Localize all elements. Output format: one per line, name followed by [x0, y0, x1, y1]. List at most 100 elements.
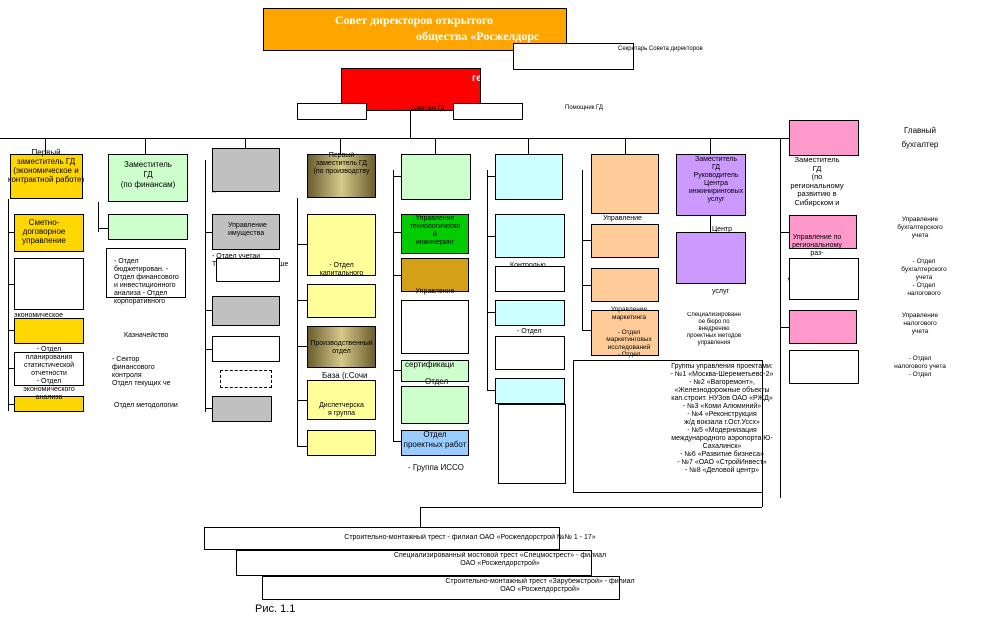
col5-branch1	[393, 176, 401, 177]
col6-branch3	[487, 312, 495, 313]
drop-col5	[435, 138, 436, 154]
col6-box-2	[495, 214, 565, 258]
certification-label: сертификаци	[405, 361, 455, 369]
col5-branch4	[393, 370, 401, 371]
trust-box-3	[262, 576, 620, 600]
col1-branch3	[8, 330, 14, 331]
col9-branch2	[780, 232, 789, 233]
col6-branch1	[487, 176, 495, 177]
first-deputy-econ-box	[10, 154, 83, 199]
deputy-finance-box	[108, 154, 188, 202]
center-label: Центр	[712, 226, 733, 233]
capital-dept-label: - Отдел капитального	[319, 262, 364, 277]
first-deputy-production-label: Первый заместитель ГД (по производству	[313, 152, 370, 175]
col9-trunk	[780, 138, 781, 498]
dispatch-group-label: Диспетчерска я группа	[319, 402, 364, 417]
trust-box-1	[204, 527, 560, 550]
col7-management-label: Управление	[603, 215, 642, 222]
col1-yellow-box-2	[14, 318, 84, 344]
production-dept-box	[307, 326, 376, 368]
deputy-engineering-center-label: Заместитель ГД Руководитель Центра инжин…	[688, 156, 744, 203]
col4-branch3	[297, 346, 307, 347]
technology-engineering-label: Управление технологическо й инжинеринг	[409, 215, 461, 246]
accounting-depts-label: - Отдел бухгалтерского учета - Отдел нал…	[901, 258, 947, 297]
col9-box-3	[789, 310, 857, 344]
marketing-dept-box	[591, 310, 659, 356]
trusts-connector-h	[420, 507, 762, 508]
col1-branch2	[8, 284, 14, 285]
col3-dashed-box	[220, 370, 272, 388]
col3-branch4	[205, 408, 212, 409]
col1-branch5	[8, 404, 14, 405]
col6-box-3	[495, 300, 565, 326]
col4-branch5	[297, 446, 307, 447]
drop-col7	[625, 138, 626, 154]
tax-depts-label: - Отдел налогового учета - Отдел	[894, 355, 946, 378]
col1-white-box-2	[14, 352, 84, 386]
first-deputy-econ-label: Первый заместитель ГД (экономическое и к…	[7, 148, 85, 184]
col3-property-box	[212, 214, 280, 250]
col5-head-box	[401, 154, 471, 200]
isso-group-label: - Группа ИССО	[408, 464, 464, 472]
general-director-label: ге	[472, 73, 481, 84]
col4-branch1	[297, 244, 307, 245]
secretary-box	[513, 43, 634, 70]
col8-connector	[710, 216, 711, 232]
col1-branch1	[8, 232, 14, 233]
col1-econ-label: экономическое	[14, 312, 64, 319]
drop-col8	[710, 138, 711, 154]
col2-method-label: Отдел методологии	[114, 402, 178, 409]
col6-dept-label: - Отдел	[517, 328, 542, 335]
col7-box-3	[591, 268, 659, 302]
col4-box-2	[307, 284, 376, 318]
col5-branch5	[393, 441, 401, 442]
col3-gray-box-2	[212, 296, 280, 326]
col2-trunk	[98, 202, 99, 232]
accounting-management-label: Управление бухгалтерского учета	[897, 216, 943, 239]
col5-branch3	[393, 275, 401, 276]
col7-box-2	[591, 224, 659, 258]
secretary-label: Секретарь Совета директоров	[618, 46, 703, 52]
board-of-directors-box: Совет директоров открытого общества «Рос…	[263, 8, 567, 51]
trust-box-2	[236, 550, 592, 576]
certification-box	[401, 360, 469, 382]
tax-management-label: Управление налогового учета	[901, 312, 939, 335]
col9-white-box-2	[789, 350, 859, 384]
drop-col6	[528, 138, 529, 154]
col2-treasury-label: Казначейство	[124, 332, 169, 339]
col3-property-label: Управление имущества	[228, 222, 267, 237]
col7-branch1	[582, 240, 591, 241]
col6-box-4	[495, 378, 565, 404]
col5-box-5	[401, 386, 469, 424]
col5-management-box	[401, 258, 469, 292]
capital-dept-box	[307, 214, 376, 276]
special-bureau-label: Специализированн ое бюро по внедрению пр…	[686, 312, 742, 346]
production-dept-label: Производственный отдел	[310, 340, 373, 355]
col2-budget-label: - Отдел бюджетирован. - Отдел финансовог…	[114, 258, 179, 305]
gd-connector	[410, 111, 411, 138]
col6-trunk	[487, 170, 488, 390]
col6-head-box	[495, 154, 563, 200]
col5-white-box	[401, 300, 469, 354]
estimate-contract-dept-label: Сметно- договорное управление	[22, 218, 66, 245]
col8-services-label: услуг	[712, 288, 730, 295]
trusts-connector-drop	[420, 507, 421, 527]
chief-accountant-label: Главный бухгалтер	[901, 126, 939, 149]
drop-col3	[245, 138, 246, 148]
col6-branch2	[487, 236, 495, 237]
col5-dept-label: Отдел	[425, 378, 449, 386]
board-title-line1: Совет директоров открытого	[334, 13, 494, 27]
col3-white-box-2	[212, 336, 280, 362]
col6-control-label: Контролью	[510, 262, 570, 270]
first-deputy-production-box	[307, 154, 376, 198]
col3-trunk	[205, 160, 206, 412]
advisor-label: Советник ГД	[410, 106, 445, 112]
technology-engineering-box	[401, 214, 469, 254]
project-works-box	[401, 430, 469, 456]
col6-white-box-3	[498, 404, 566, 484]
col5-branch2	[393, 232, 401, 233]
main-connector	[0, 138, 780, 139]
deputy-regional-label: Заместитель ГД (по региональному развити…	[790, 156, 844, 207]
trust-label-3: Строительно-монтажный трест «Зарубежстро…	[445, 578, 635, 593]
col1-trunk	[8, 199, 9, 411]
